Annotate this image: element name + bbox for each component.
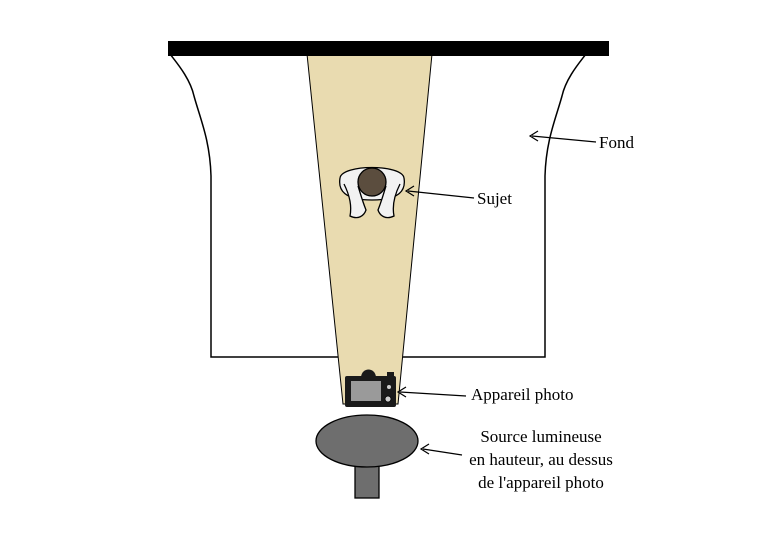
arrow-appareil	[396, 386, 467, 398]
label-appareil-photo: Appareil photo	[471, 385, 573, 404]
label-source-line-1: Source lumineuse	[480, 427, 601, 446]
person-top-view-icon	[339, 166, 405, 219]
arrow-fond	[528, 130, 597, 143]
label-sujet: Sujet	[477, 189, 512, 208]
camera-icon	[345, 369, 396, 407]
background-support-bar	[168, 41, 609, 56]
label-source-line-2: en hauteur, au dessus	[469, 450, 613, 469]
light-source-icon	[315, 414, 419, 499]
label-fond: Fond	[599, 133, 634, 152]
arrow-source	[419, 443, 463, 456]
arrow-sujet	[404, 185, 475, 199]
label-source-line-3: de l'appareil photo	[478, 473, 604, 492]
